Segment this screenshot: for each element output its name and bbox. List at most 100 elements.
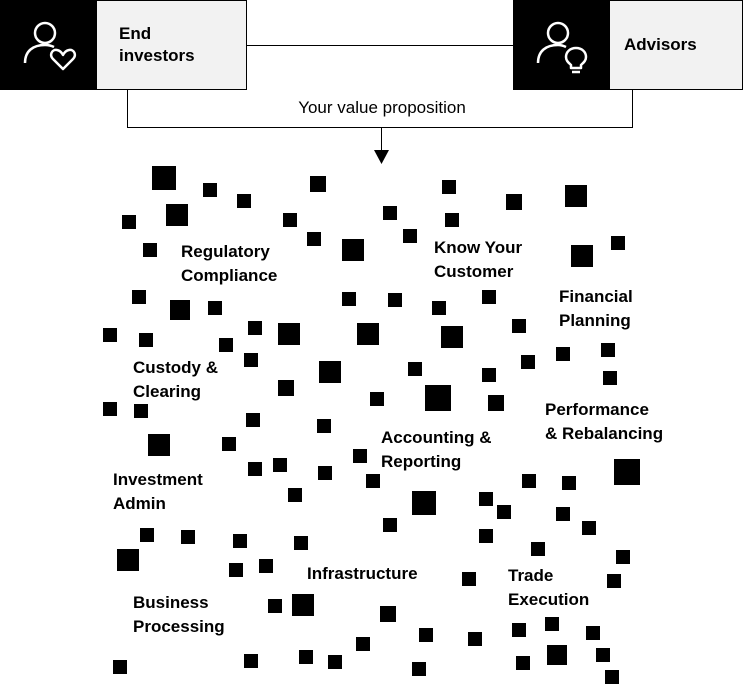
scatter-square [237,194,251,208]
category-trade-execution: Trade Execution [508,564,589,612]
scatter-square [556,507,570,521]
scatter-square [596,648,610,662]
scatter-square [531,542,545,556]
category-regulatory-compliance: Regulatory Compliance [181,240,277,288]
scatter-square [562,476,576,490]
scatter-square [556,347,570,361]
advisors-icon-tile [513,0,611,90]
scatter-square [299,650,313,664]
category-custody-clearing-line1: Custody & [133,358,218,377]
scatter-square [208,301,222,315]
scatter-square [170,300,190,320]
scatter-square [229,563,243,577]
scatter-square [488,395,504,411]
scatter-square [468,632,482,646]
category-accounting-reporting: Accounting & Reporting [381,426,492,474]
scatter-square [586,626,600,640]
scatter-square [366,474,380,488]
scatter-square [388,293,402,307]
scatter-square [103,402,117,416]
scatter-square [506,194,522,210]
scatter-square [143,243,157,257]
person-heart-icon [23,21,77,71]
scatter-square [122,215,136,229]
scatter-square [283,213,297,227]
category-business-processing: Business Processing [133,591,225,639]
scatter-square [412,662,426,676]
bracket-left-line [127,90,128,128]
category-know-your-customer: Know Your Customer [434,236,522,284]
scatter-square [219,338,233,352]
category-infrastructure-line1: Infrastructure [307,564,418,583]
category-accounting-reporting-line2: Reporting [381,452,462,471]
scatter-square [244,353,258,367]
scatter-square [605,670,619,684]
scatter-square [246,413,260,427]
scatter-square [328,655,342,669]
scatter-square [244,654,258,668]
scatter-square [278,323,300,345]
scatter-square [273,458,287,472]
category-business-processing-line2: Processing [133,617,225,636]
scatter-square [103,328,117,342]
category-investment-admin: Investment Admin [113,468,203,516]
scatter-square [318,466,332,480]
scatter-square [357,323,379,345]
scatter-square [307,232,321,246]
scatter-square [294,536,308,550]
scatter-square [356,637,370,651]
category-trade-execution-line1: Trade [508,566,554,585]
scatter-square [310,176,326,192]
category-business-processing-line1: Business [133,593,209,612]
scatter-square [412,491,436,515]
arrow-shaft [381,128,382,154]
scatter-square [521,355,535,369]
scatter-square [462,572,476,586]
scatter-square [512,623,526,637]
scatter-square [259,559,273,573]
category-financial-planning-line1: Financial [559,287,633,306]
person-lightbulb-icon [536,21,588,74]
scatter-square [479,492,493,506]
category-trade-execution-line2: Execution [508,590,590,609]
scatter-square [148,434,170,456]
end-investors-label: End investors [96,0,247,90]
scatter-square [614,459,640,485]
scatter-square [152,166,176,190]
scatter-square [342,239,364,261]
scatter-square [140,528,154,542]
scatter-square [248,462,262,476]
scatter-square [268,599,282,613]
scatter-square [117,549,139,571]
scatter-square [353,449,367,463]
scatter-square [203,183,217,197]
scatter-square [317,419,331,433]
category-custody-clearing: Custody & Clearing [133,356,218,404]
scatter-square [445,213,459,227]
scatter-square [408,362,422,376]
scatter-square [383,518,397,532]
end-investors-label-line1: End [119,24,152,43]
scatter-square [482,368,496,382]
category-regulatory-compliance-line2: Compliance [181,266,278,285]
scatter-square [611,236,625,250]
top-connector-line [247,45,513,46]
scatter-square [547,645,567,665]
value-proposition-label: Your value proposition [298,98,466,117]
category-investment-admin-line2: Admin [113,494,166,513]
scatter-square [603,371,617,385]
scatter-square [380,606,396,622]
category-know-your-customer-line1: Know Your [434,238,523,257]
scatter-square [134,404,148,418]
category-know-your-customer-line2: Customer [434,262,514,281]
scatter-square [607,574,621,588]
scatter-square [512,319,526,333]
advisors-label-text: Advisors [624,35,697,54]
scatter-square [383,206,397,220]
scatter-square [292,594,314,616]
category-infrastructure: Infrastructure [307,562,418,586]
category-financial-planning: Financial Planning [559,285,633,333]
scatter-square [432,301,446,315]
scatter-square [571,245,593,267]
